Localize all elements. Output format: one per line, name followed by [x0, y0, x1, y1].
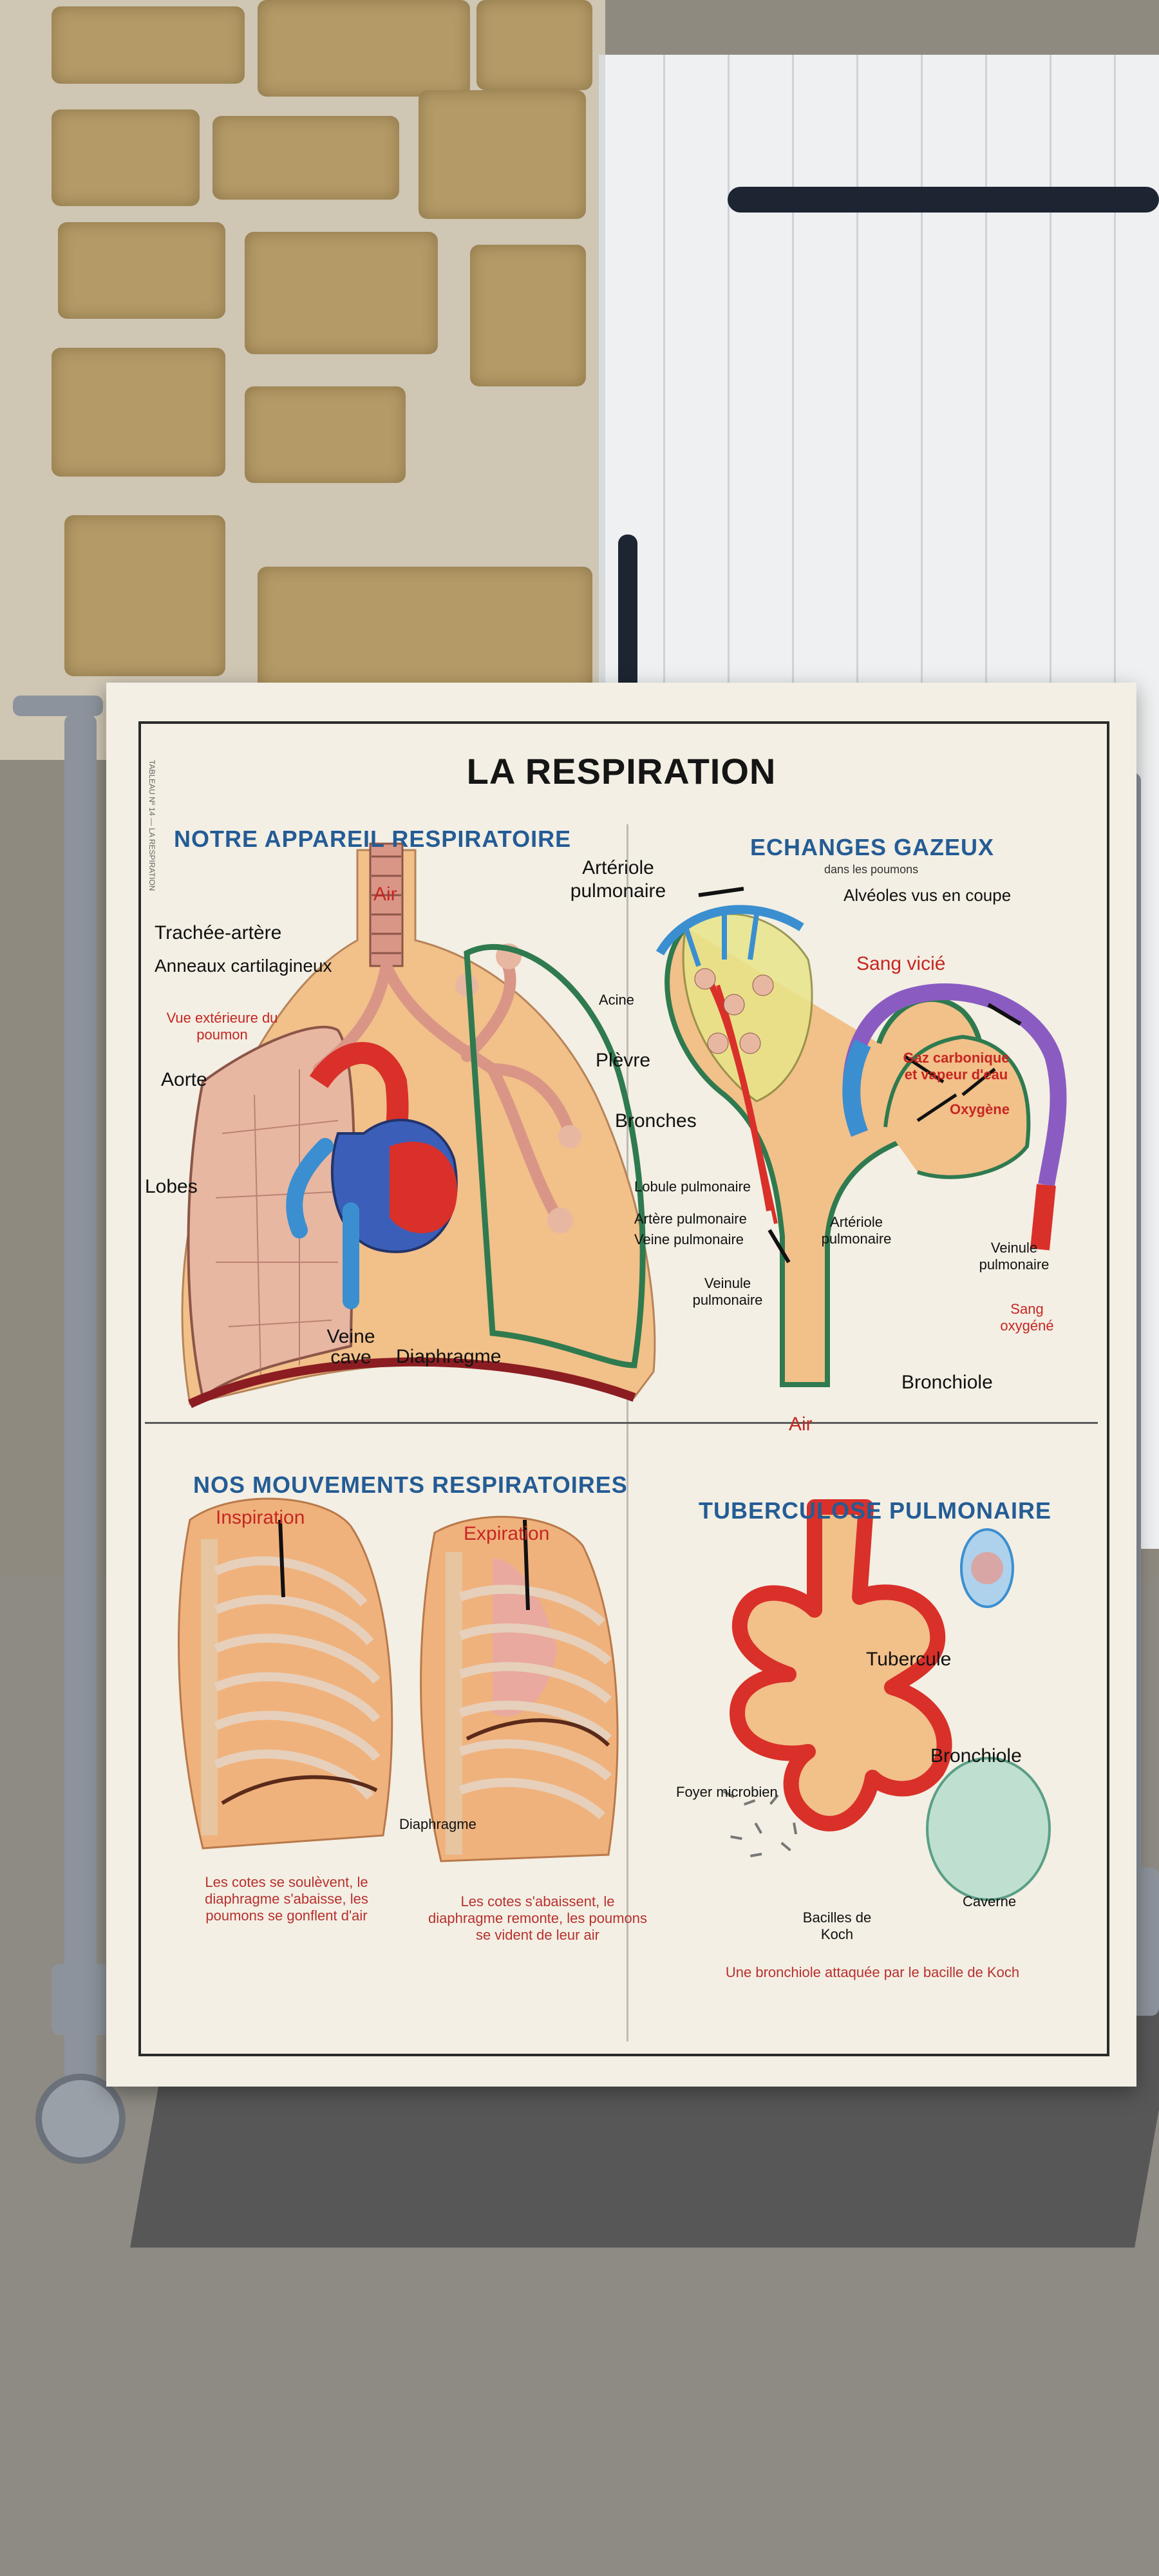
shutter-hinge — [728, 187, 1159, 213]
label-lobes: Lobes — [145, 1176, 198, 1197]
caption-inspiration: Les cotes se soulèvent, le diaphragme s'… — [205, 1874, 368, 1924]
label-pulmonary-arteriole-top: Artériole pulmonaire — [570, 857, 666, 902]
expiration-torso-illustration — [420, 1515, 619, 1862]
label-aorta: Aorte — [161, 1069, 207, 1090]
caption-tuberculosis: Une bronchiole attaquée par le bacille d… — [725, 1964, 1020, 1980]
label-diaphragm: Diaphragme — [396, 1346, 502, 1367]
tuberculosis-illustration — [723, 1499, 1051, 1901]
label-carbon-dioxide: Gaz carbonique et vapeur d'eau — [903, 1050, 1010, 1083]
wall-stone — [64, 515, 225, 676]
label-pulmonary-vein: Veine pulmonaire — [634, 1231, 744, 1247]
label-cartilage-rings: Anneaux cartilagineux — [155, 956, 332, 976]
label-lung-exterior: Vue extérieure du poumon — [166, 1010, 278, 1043]
label-pulmonary-lobule: Lobule pulmonaire — [634, 1179, 751, 1195]
section-title-tuberculosis: TUBERCULOSE PULMONAIRE — [699, 1497, 1052, 1524]
stand-crossbar — [13, 696, 103, 716]
respiratory-system-illustration — [181, 842, 656, 1408]
label-pulmonary-artery: Artère pulmonaire — [634, 1211, 747, 1227]
section-title-respiratory-system: NOTRE APPAREIL RESPIRATOIRE — [174, 826, 572, 852]
label-koch-bacilli: Bacilles de Koch — [802, 1909, 872, 1942]
poster-title: LA RESPIRATION — [466, 751, 777, 791]
wall-stone — [470, 245, 586, 386]
label-venule-left: Veinule pulmonaire — [692, 1275, 763, 1308]
wall-stone — [476, 0, 592, 90]
label-trachea: Trachée-artère — [155, 922, 282, 943]
gas-exchange-illustration — [655, 887, 1067, 1387]
label-inspiration: Inspiration — [216, 1507, 305, 1528]
label-expiration: Expiration — [464, 1523, 550, 1544]
anatomy-illustrations — [178, 842, 1067, 1901]
label-bronchiole-tb: Bronchiole — [930, 1745, 1022, 1766]
label-microbial-focus: Foyer microbien — [676, 1784, 778, 1800]
label-vena-cava: Veine cave — [326, 1326, 375, 1368]
wall-stone — [245, 232, 438, 354]
section-title-respiratory-movements: NOS MOUVEMENTS RESPIRATOIRES — [193, 1472, 628, 1498]
label-oxygenated-blood: Sang oxygéné — [1000, 1301, 1054, 1334]
wall-stone — [212, 116, 399, 200]
label-cavern: Caverne — [963, 1893, 1017, 1909]
label-diaphragm-movement: Diaphragme — [399, 1816, 476, 1832]
wall-stone — [258, 0, 470, 97]
label-pleura: Plèvre — [596, 1050, 651, 1071]
inspiration-torso-illustration — [178, 1497, 393, 1850]
poster-frame — [138, 721, 1109, 2056]
stand-wheel — [35, 2074, 126, 2164]
label-acinus: Acine — [599, 992, 635, 1008]
section-title-gas-exchange: ECHANGES GAZEUX — [750, 834, 995, 860]
poster-divider — [145, 1422, 1098, 1424]
wall-stone — [52, 109, 200, 206]
label-bronchiole: Bronchiole — [901, 1372, 993, 1393]
label-oxygen: Oxygène — [950, 1101, 1010, 1117]
poster-divider — [627, 824, 628, 2041]
label-air-top: Air — [373, 884, 397, 905]
wall-stone — [245, 386, 406, 483]
wall-stone — [58, 222, 225, 319]
label-arteriole: Artériole pulmonaire — [821, 1214, 892, 1247]
label-air-bottom: Air — [789, 1414, 813, 1435]
label-venule-right: Veinule pulmonaire — [979, 1240, 1050, 1273]
caption-expiration: Les cotes s'abaissent, le diaphragme rem… — [428, 1893, 647, 1943]
bacilli-cluster — [723, 1790, 798, 1857]
wall-stone — [52, 6, 245, 84]
stone-wall — [0, 0, 605, 760]
wall-stone — [52, 348, 225, 477]
label-bronchi: Bronches — [615, 1110, 697, 1132]
shutter-latch — [618, 535, 637, 696]
wall-stone — [419, 90, 586, 219]
label-deoxygenated-blood: Sang vicié — [856, 953, 946, 974]
stand-left-pole — [64, 715, 97, 2080]
label-alveoli-section: Alvéoles vus en coupe — [843, 886, 1012, 905]
section-subtitle-gas-exchange: dans les poumons — [824, 863, 919, 876]
respiration-poster: TABLEAU Nº 14 — LA RESPIRATION — [106, 683, 1136, 2087]
label-tubercle: Tubercule — [866, 1649, 952, 1670]
